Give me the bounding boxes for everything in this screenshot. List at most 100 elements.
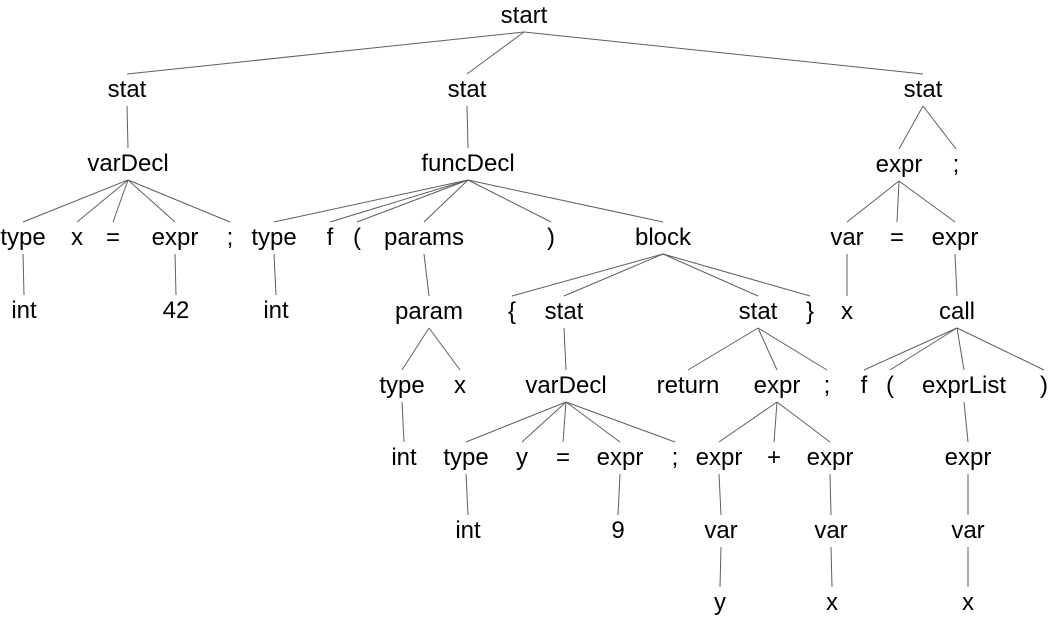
tree-edge-stat3-expr_h bbox=[898, 105, 924, 150]
tree-edge-type_a-int_a bbox=[22, 253, 25, 296]
tree-node-eq_d: = bbox=[555, 444, 571, 471]
tree-node-rbrace: } bbox=[805, 298, 815, 325]
tree-edge-varDecl2-y_d bbox=[521, 401, 567, 443]
tree-edge-varDecl1-eq_a bbox=[112, 179, 129, 223]
tree-edge-stat5-return_kw bbox=[687, 327, 759, 371]
tree-edge-exprList-expr_j bbox=[963, 401, 969, 443]
tree-edge-funcDecl-block bbox=[467, 179, 664, 223]
tree-edge-var_g-x_leaf1 bbox=[830, 546, 833, 588]
tree-node-varDecl2: varDecl bbox=[525, 372, 607, 399]
tree-node-stat1: stat bbox=[107, 76, 147, 103]
tree-edge-stat4-varDecl2 bbox=[563, 327, 567, 371]
tree-edge-stat5-semi_e bbox=[757, 327, 828, 371]
tree-edge-expr_i-call bbox=[954, 253, 958, 297]
tree-edge-type_b-int_b bbox=[273, 253, 277, 296]
tree-edge-call-lp_c bbox=[889, 327, 958, 371]
tree-edge-varDecl1-type_a bbox=[22, 179, 129, 223]
tree-node-x_leaf1: x bbox=[826, 589, 838, 616]
tree-node-int_b: int bbox=[263, 297, 289, 324]
tree-node-block: block bbox=[634, 224, 692, 251]
tree-node-rp_b: ) bbox=[547, 224, 555, 251]
tree-node-expr_e: expr bbox=[753, 372, 801, 399]
tree-edge-block-rbrace bbox=[662, 253, 811, 297]
tree-node-semi_h: ; bbox=[952, 151, 960, 178]
tree-edge-expr_h-eq_h bbox=[896, 180, 900, 223]
tree-edge-params-param bbox=[423, 253, 430, 297]
tree-edge-expr_e-expr_f bbox=[718, 401, 778, 443]
tree-node-semi_a: ; bbox=[226, 224, 234, 251]
tree-edge-param-type_c bbox=[401, 327, 430, 371]
tree-edge-varDecl2-type_d bbox=[465, 401, 567, 443]
tree-node-type_d: type bbox=[443, 444, 489, 471]
tree-edge-expr_a-lit42 bbox=[174, 253, 177, 296]
tree-node-varDecl1: varDecl bbox=[87, 150, 169, 177]
tree-node-y_leaf: y bbox=[714, 589, 726, 616]
tree-node-params: params bbox=[383, 224, 465, 251]
tree-node-stat5: stat bbox=[738, 298, 778, 325]
tree-edge-funcDecl-lp_b bbox=[356, 179, 469, 223]
tree-edge-expr_h-var_h bbox=[846, 180, 900, 223]
tree-node-lp_b: ( bbox=[353, 224, 361, 251]
tree-edge-type_d-int_d bbox=[465, 473, 469, 516]
tree-node-eq_a: = bbox=[105, 224, 121, 251]
tree-edge-call-rp_c bbox=[956, 327, 1045, 371]
tree-node-semi_d: ; bbox=[671, 444, 679, 471]
tree-node-var_f: var bbox=[704, 517, 738, 544]
tree-edge-start-stat1 bbox=[126, 31, 525, 75]
tree-edge-funcDecl-f_b bbox=[329, 179, 469, 223]
tree-node-expr_g: expr bbox=[806, 444, 854, 471]
tree-node-type_a: type bbox=[0, 224, 46, 251]
tree-edge-var_f-y_leaf bbox=[719, 546, 722, 588]
tree-node-x_c: x bbox=[454, 372, 466, 399]
tree-node-var_j: var bbox=[951, 517, 985, 544]
tree-edge-varDecl1-expr_a bbox=[127, 179, 176, 223]
tree-edge-funcDecl-params bbox=[423, 179, 469, 223]
tree-node-lp_c: ( bbox=[886, 372, 894, 399]
tree-edge-stat5-expr_e bbox=[757, 327, 778, 371]
tree-edge-varDecl1-x_a bbox=[76, 179, 129, 223]
tree-node-expr_j: expr bbox=[944, 444, 992, 471]
tree-edge-type_c-int_c bbox=[401, 401, 405, 443]
tree-edge-block-stat5 bbox=[662, 253, 759, 297]
tree-edge-varDecl1-semi_a bbox=[127, 179, 231, 223]
tree-node-int_c: int bbox=[391, 444, 417, 471]
tree-node-expr_h: expr bbox=[875, 151, 923, 178]
tree-node-x_a: x bbox=[71, 224, 83, 251]
tree-edge-funcDecl-rp_b bbox=[467, 179, 552, 223]
tree-edge-expr_g-var_g bbox=[829, 473, 832, 516]
tree-node-start: start bbox=[500, 2, 548, 29]
tree-node-expr_i: expr bbox=[931, 224, 979, 251]
tree-node-expr_d: expr bbox=[596, 444, 644, 471]
tree-node-x_b: x bbox=[841, 298, 853, 325]
tree-node-lbrace: { bbox=[507, 298, 517, 325]
tree-node-int_a: int bbox=[11, 297, 37, 324]
tree-node-call: call bbox=[938, 298, 976, 325]
tree-node-type_c: type bbox=[379, 372, 425, 399]
tree-edge-start-stat2 bbox=[466, 31, 525, 75]
tree-node-eq_h: = bbox=[889, 224, 905, 251]
tree-node-rp_c: ) bbox=[1040, 372, 1048, 399]
tree-edge-expr_f-var_f bbox=[718, 473, 722, 516]
tree-edge-block-lbrace bbox=[511, 253, 664, 297]
tree-node-stat2: stat bbox=[447, 76, 487, 103]
tree-edge-expr_d-lit9 bbox=[617, 473, 621, 516]
tree-node-expr_a: expr bbox=[151, 224, 199, 251]
tree-edge-varDecl2-eq_d bbox=[562, 401, 567, 443]
tree-node-stat3: stat bbox=[903, 76, 943, 103]
tree-node-int_d: int bbox=[455, 517, 481, 544]
tree-edge-param-x_c bbox=[428, 327, 461, 371]
tree-edge-varDecl2-semi_d bbox=[565, 401, 676, 443]
tree-edge-varDecl2-expr_d bbox=[565, 401, 621, 443]
tree-node-stat4: stat bbox=[544, 298, 584, 325]
tree-node-param: param bbox=[394, 298, 464, 325]
tree-edge-call-f_c bbox=[863, 327, 958, 371]
tree-edge-stat3-semi_h bbox=[922, 105, 957, 150]
tree-node-x_leaf2: x bbox=[962, 589, 974, 616]
tree-node-lit9: 9 bbox=[611, 517, 625, 544]
tree-node-y_d: y bbox=[516, 444, 528, 471]
tree-node-exprList: exprList bbox=[921, 372, 1007, 399]
tree-node-funcDecl: funcDecl bbox=[421, 150, 515, 177]
tree-node-plus: + bbox=[766, 444, 782, 471]
